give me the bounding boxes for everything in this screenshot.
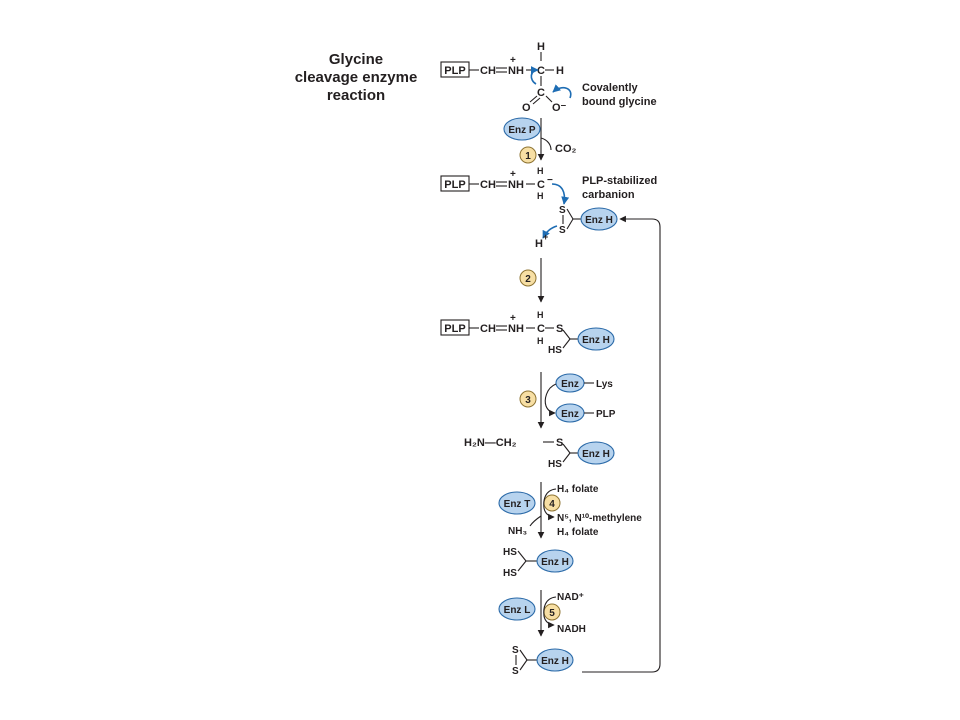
ch-label: CH bbox=[480, 323, 496, 335]
covalently-bound-glycine: PLP CH NH + C H H C O O⁻ Covalently boun… bbox=[440, 41, 657, 114]
dihydrolipoamide: HS HS Enz H bbox=[503, 547, 574, 579]
sulfur-2: S bbox=[512, 666, 519, 677]
enz-label: Enz bbox=[561, 379, 579, 390]
nadh: NADH bbox=[557, 624, 586, 635]
step-1-number: 1 bbox=[525, 151, 531, 162]
o-double: O bbox=[522, 102, 531, 114]
enz-h-label: Enz H bbox=[541, 557, 569, 568]
nh-label: NH bbox=[508, 323, 524, 335]
plp-label: PLP bbox=[444, 65, 465, 77]
co2-label: CO₂ bbox=[555, 143, 577, 155]
plus-sign: + bbox=[510, 313, 516, 324]
enz-h-label: Enz H bbox=[585, 215, 613, 226]
sulfur-1: S bbox=[512, 645, 519, 656]
regenerated-lipoamide: S S Enz H bbox=[512, 645, 574, 677]
lys-label: Lys bbox=[596, 379, 613, 390]
enz-t-label: Enz T bbox=[504, 499, 531, 510]
label-bound-glycine: bound glycine bbox=[582, 96, 657, 108]
methylene-thf-line1: N⁵, N¹⁰-methylene bbox=[557, 513, 642, 524]
o-minus: O⁻ bbox=[552, 102, 567, 114]
plp-label: PLP bbox=[444, 179, 465, 191]
hs-label: HS bbox=[548, 345, 562, 356]
step-2-number: 2 bbox=[525, 274, 531, 285]
c-carbanion: C bbox=[537, 179, 545, 191]
nh-label: NH bbox=[508, 65, 524, 77]
plus-sign: + bbox=[510, 169, 516, 180]
step-2: 2 bbox=[519, 258, 545, 303]
enz-h-label: Enz H bbox=[541, 656, 569, 667]
title-line-1: Glycine bbox=[329, 51, 383, 68]
recycle-arrow bbox=[582, 215, 661, 673]
enz-p-label: Enz P bbox=[508, 125, 536, 136]
h-top: H bbox=[537, 166, 544, 176]
proton: H bbox=[535, 238, 543, 250]
title-line-3: reaction bbox=[327, 87, 385, 104]
enz-h-label: Enz H bbox=[582, 449, 610, 460]
title-line-2: cleavage enzyme bbox=[295, 69, 418, 86]
aminomethyl-lipoamide-intermediate: PLP CH NH + C H H S HS Enz H bbox=[440, 310, 615, 356]
label-covalently: Covalently bbox=[582, 82, 639, 94]
h-bottom: H bbox=[537, 191, 544, 201]
hs-label: HS bbox=[548, 459, 562, 470]
ch-label: CH bbox=[480, 179, 496, 191]
enz-p-oval bbox=[503, 117, 541, 141]
h-bottom: H bbox=[537, 336, 544, 346]
label-carbanion: carbanion bbox=[582, 189, 635, 201]
enz-l-label: Enz L bbox=[504, 605, 531, 616]
hs-bottom: HS bbox=[503, 568, 517, 579]
nh3-label: NH₃ bbox=[508, 526, 527, 537]
step-5: Enz L 5 NAD⁺ NADH bbox=[498, 590, 586, 637]
step-1-circle bbox=[519, 146, 537, 164]
step-5-number: 5 bbox=[549, 608, 555, 619]
plp-label: PLP bbox=[444, 323, 465, 335]
sulfur-2: S bbox=[559, 225, 566, 236]
c-alpha: C bbox=[537, 65, 545, 77]
h-right: H bbox=[556, 65, 564, 77]
label-plp-stabilized: PLP-stabilized bbox=[582, 175, 657, 187]
hs-top: HS bbox=[503, 547, 517, 558]
lipoamide-enz-h: S S Enz H H + bbox=[535, 205, 618, 250]
step-3: Enz Lys Enz PLP 3 bbox=[519, 372, 616, 429]
h2n-ch2-label: H₂N—CH₂ bbox=[464, 437, 517, 449]
c-carboxyl: C bbox=[537, 87, 545, 99]
step-4: Enz T 4 H₄ folate N⁵, N¹⁰-methylene H₄ f… bbox=[498, 482, 642, 539]
methylene-thf-line2: H₄ folate bbox=[557, 527, 599, 538]
sulfur: S bbox=[556, 323, 563, 335]
sulfur-1: S bbox=[559, 205, 566, 216]
plp-stabilized-carbanion: PLP CH NH + C − H H PLP-stabilized carba… bbox=[440, 166, 657, 205]
step-3-number: 3 bbox=[525, 395, 531, 406]
enz-h-label: Enz H bbox=[582, 335, 610, 346]
sulfur: S bbox=[556, 437, 563, 449]
c-label: C bbox=[537, 323, 545, 335]
plus-sign: + bbox=[510, 55, 516, 66]
aminomethyl-lipoamide: H₂N—CH₂ S HS Enz H bbox=[464, 437, 615, 470]
h4-folate-in: H₄ folate bbox=[557, 484, 599, 495]
nh-label: NH bbox=[508, 179, 524, 191]
step-4-number: 4 bbox=[549, 499, 555, 510]
h-top: H bbox=[537, 310, 544, 320]
minus-sign: − bbox=[547, 175, 553, 186]
nad-plus: NAD⁺ bbox=[557, 592, 584, 603]
plp-product-label: PLP bbox=[596, 409, 616, 420]
enz-label: Enz bbox=[561, 409, 579, 420]
h-top: H bbox=[537, 41, 545, 53]
step-1: Enz P 1 CO₂ bbox=[503, 117, 577, 164]
proton-plus: + bbox=[543, 232, 548, 242]
ch-label: CH bbox=[480, 65, 496, 77]
